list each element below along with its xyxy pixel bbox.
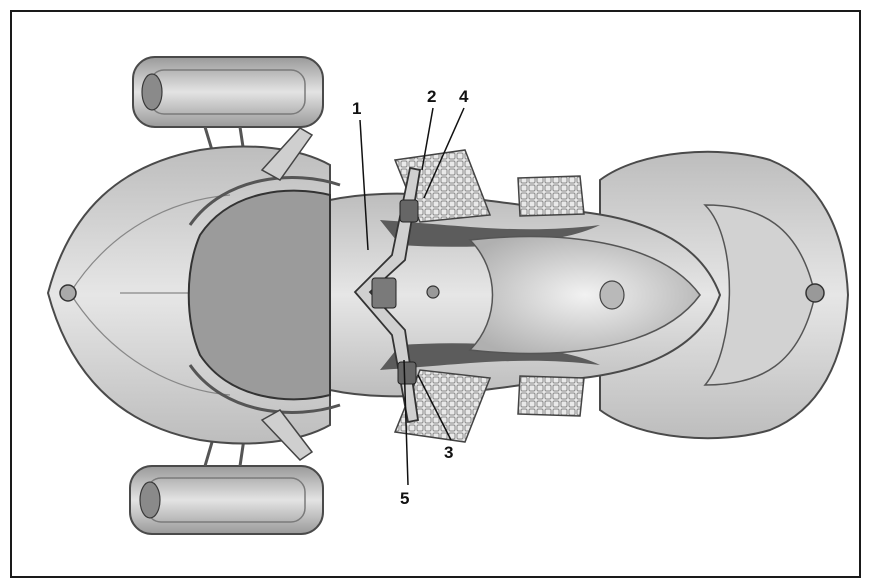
callout-5: 5	[400, 489, 410, 508]
handlebar	[353, 166, 422, 424]
left-grip-control	[399, 199, 419, 223]
mirrors	[260, 127, 314, 461]
windshield	[187, 189, 331, 401]
fuel-cap	[599, 280, 625, 310]
right-grip-control	[397, 361, 417, 385]
rear-trunk	[703, 204, 816, 386]
callout-3: 3	[444, 443, 454, 462]
center-button	[426, 285, 440, 299]
callout-2: 2	[427, 87, 437, 106]
callout-1: 1	[352, 99, 362, 118]
callout-leaders	[359, 107, 465, 486]
instrument-cluster	[371, 277, 397, 309]
windshield-frame	[188, 176, 341, 414]
rear-body	[599, 150, 850, 440]
rear-cap	[805, 283, 825, 303]
front-hood-lines	[69, 194, 231, 396]
front-right-wheel	[129, 465, 324, 535]
front-left-wheel	[132, 56, 324, 128]
callout-4: 4	[459, 87, 469, 106]
front-emblem	[59, 284, 77, 302]
footrests	[393, 149, 585, 443]
seat	[468, 235, 701, 355]
